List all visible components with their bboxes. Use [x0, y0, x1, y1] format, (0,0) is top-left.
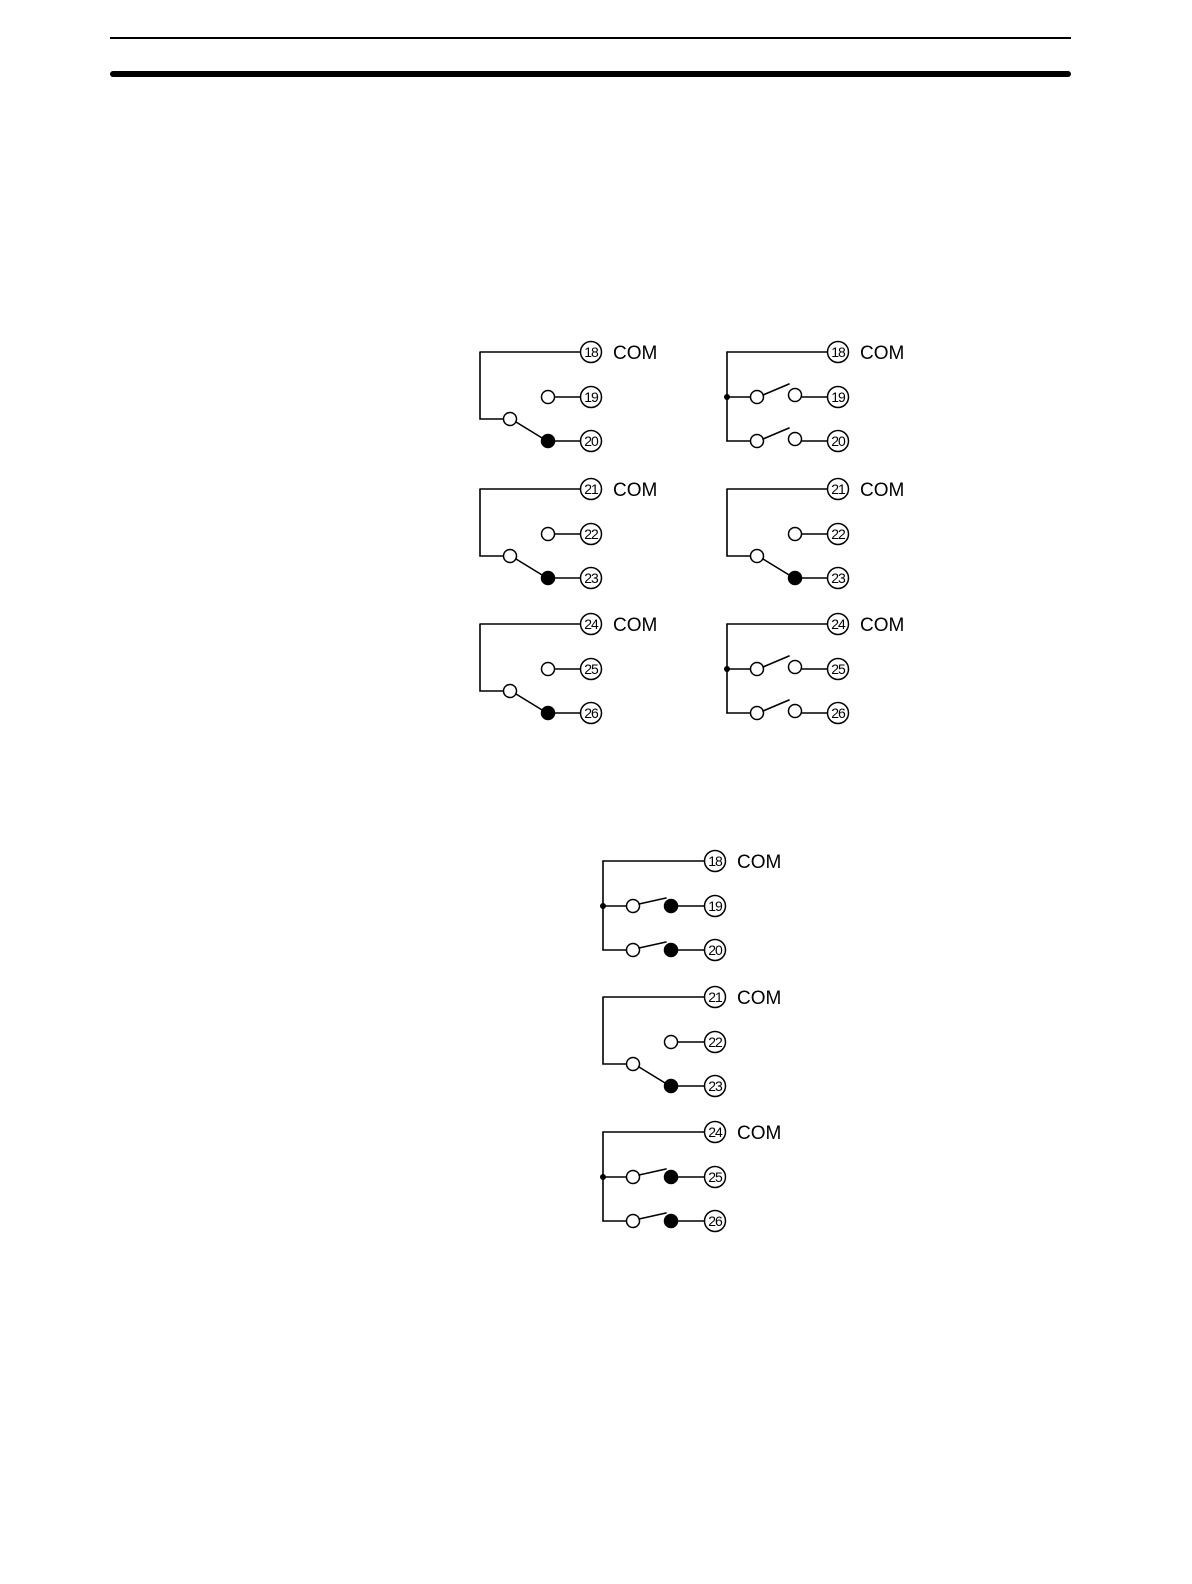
switch-contact	[751, 435, 764, 448]
nc-contact	[542, 663, 555, 676]
fixed-contact	[789, 705, 802, 718]
pivot-contact	[751, 550, 764, 563]
pivot-contact	[504, 413, 517, 426]
com-label: COM	[860, 343, 904, 364]
terminal-number: 24	[584, 616, 599, 632]
common-wire	[603, 997, 633, 1064]
terminal-number: 23	[831, 570, 846, 586]
no-contact-closed	[542, 435, 555, 448]
terminal-number: 24	[708, 1124, 723, 1140]
switch-contact	[627, 1215, 640, 1228]
terminal-number: 23	[584, 570, 599, 586]
fixed-contact	[789, 433, 802, 446]
switch-arm	[639, 1169, 666, 1175]
terminal-number: 21	[708, 989, 723, 1005]
terminal-number: 25	[831, 661, 846, 677]
terminal-number: 18	[584, 344, 599, 360]
pivot-contact	[627, 1058, 640, 1071]
terminal-number: 24	[831, 616, 846, 632]
com-label: COM	[613, 343, 657, 364]
common-wire	[480, 489, 510, 556]
fixed-contact	[789, 661, 802, 674]
switch-contact	[627, 944, 640, 957]
com-label: COM	[613, 615, 657, 636]
no-contact-closed	[665, 1080, 678, 1093]
pivot-contact	[504, 550, 517, 563]
switch-arm	[763, 428, 789, 439]
no-contact-closed	[789, 572, 802, 585]
switch-contact	[751, 663, 764, 676]
common-wire	[727, 489, 757, 556]
pivot-contact	[504, 685, 517, 698]
com-label: COM	[737, 852, 781, 873]
switch-contact	[751, 707, 764, 720]
common-wire	[480, 624, 510, 691]
terminal-number: 20	[708, 942, 723, 958]
terminal-number: 19	[831, 389, 846, 405]
fixed-contact	[789, 389, 802, 402]
terminal-number: 22	[831, 526, 846, 542]
no-contact-closed	[542, 707, 555, 720]
com-label: COM	[860, 480, 904, 501]
terminal-number: 18	[831, 344, 846, 360]
terminal-number: 25	[584, 661, 599, 677]
terminal-number: 23	[708, 1078, 723, 1094]
terminal-number: 19	[708, 898, 723, 914]
switch-contact	[627, 1171, 640, 1184]
com-label: COM	[737, 1123, 781, 1144]
terminal-number: 22	[584, 526, 599, 542]
terminal-number: 25	[708, 1169, 723, 1185]
terminal-number: 20	[584, 433, 599, 449]
switch-arm	[763, 656, 789, 667]
switch-contact	[627, 900, 640, 913]
terminal-number: 19	[584, 389, 599, 405]
switch-contact	[751, 391, 764, 404]
fixed-contact-closed	[665, 1215, 678, 1228]
terminal-number: 18	[708, 853, 723, 869]
switch-arm	[763, 700, 789, 711]
terminal-number: 26	[584, 705, 599, 721]
switch-arm	[639, 898, 666, 904]
com-label: COM	[613, 480, 657, 501]
terminal-number: 20	[831, 433, 846, 449]
fixed-contact-closed	[665, 944, 678, 957]
com-label: COM	[737, 988, 781, 1009]
terminal-number: 26	[831, 705, 846, 721]
terminal-number: 21	[831, 481, 846, 497]
switch-arm	[763, 384, 789, 395]
com-label: COM	[860, 615, 904, 636]
terminal-number: 21	[584, 481, 599, 497]
switch-arm	[639, 942, 666, 948]
nc-contact	[542, 528, 555, 541]
common-wire	[480, 352, 510, 419]
fixed-contact-closed	[665, 1171, 678, 1184]
terminal-number: 22	[708, 1034, 723, 1050]
terminal-number: 26	[708, 1213, 723, 1229]
switch-arm	[639, 1213, 666, 1219]
nc-contact	[542, 391, 555, 404]
no-contact-closed	[542, 572, 555, 585]
nc-contact	[789, 528, 802, 541]
nc-contact	[665, 1036, 678, 1049]
fixed-contact-closed	[665, 900, 678, 913]
